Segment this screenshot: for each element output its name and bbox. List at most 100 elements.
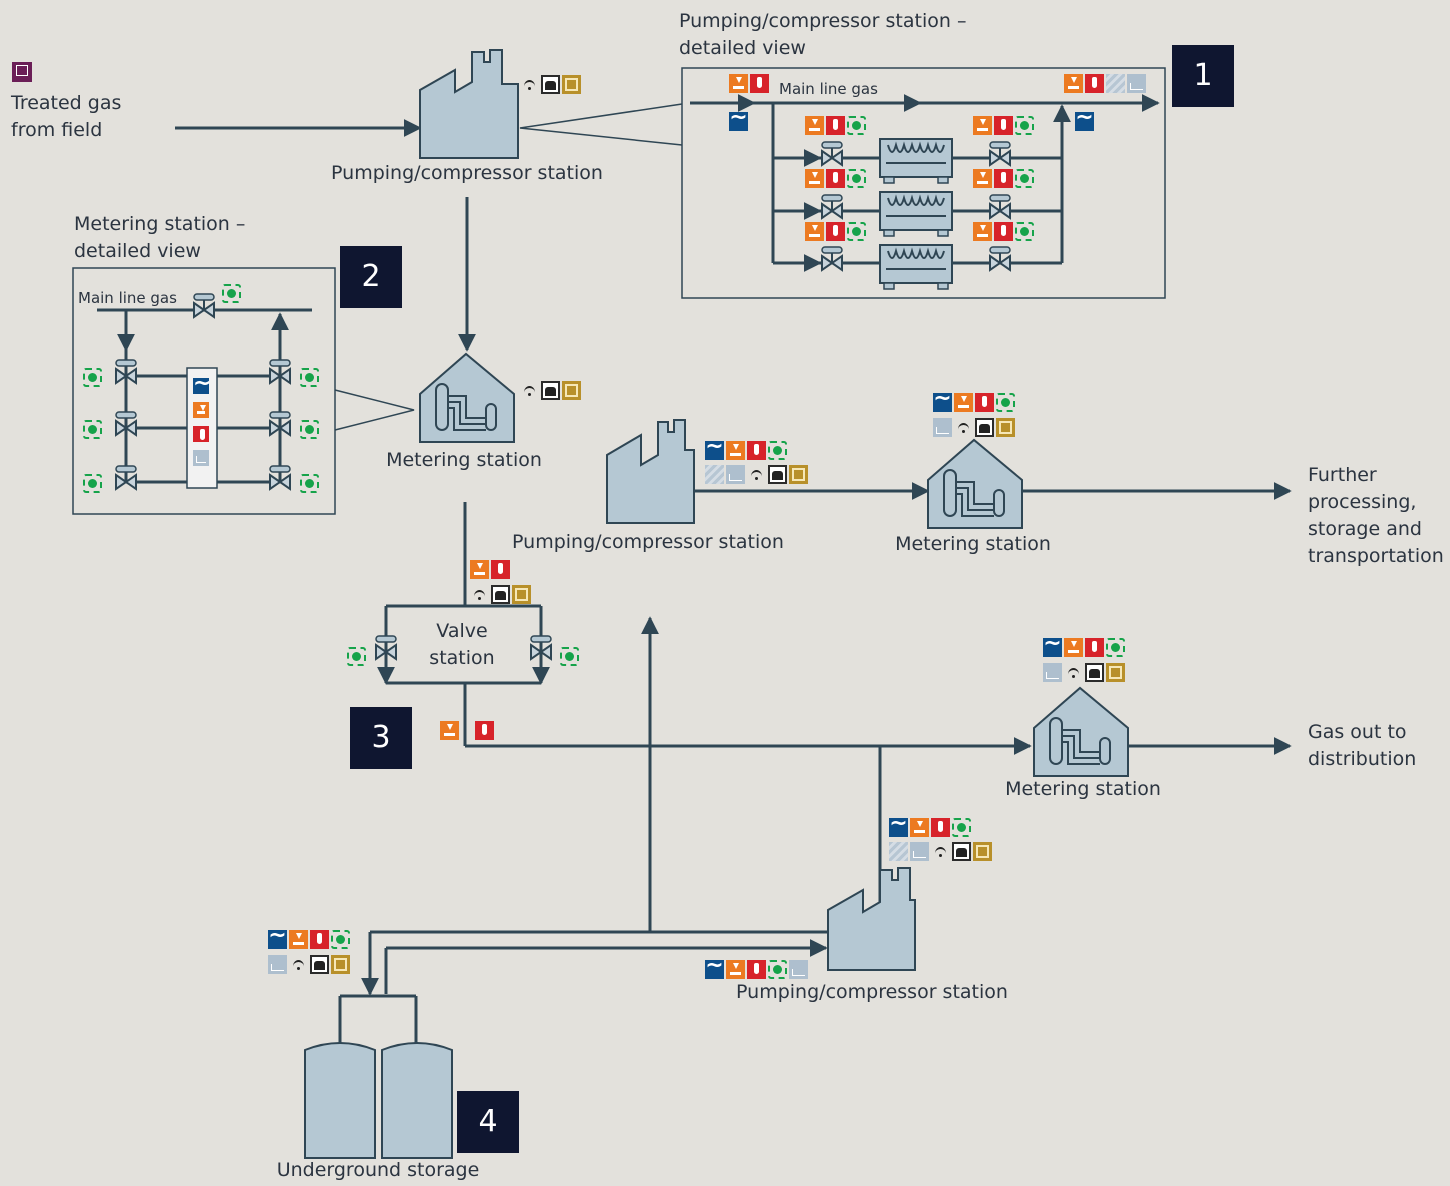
valve-positioner-icon [300, 368, 319, 387]
pump2-icons-top [705, 434, 787, 460]
gas-analyzer-icon [789, 960, 808, 979]
rtu-icon [310, 955, 329, 974]
temperature-transmitter-icon [975, 393, 994, 412]
detail1-row2-left [805, 169, 866, 188]
pressure-transmitter-icon [289, 930, 308, 949]
wireless-icon [1064, 663, 1083, 682]
storage-tank-1 [304, 1042, 376, 1159]
pump-station-3 [827, 867, 916, 971]
pressure-transmitter-icon [440, 721, 459, 740]
meter2-label: Metering station [895, 533, 1051, 555]
temperature-transmitter-icon [750, 74, 769, 93]
gas-analyzer-icon [726, 465, 745, 484]
temperature-transmitter-icon [931, 818, 950, 837]
detail1-row3-right [973, 222, 1034, 241]
pump-station-1 [419, 49, 519, 159]
flow-meter-icon [705, 434, 724, 460]
pressure-transmitter-icon [805, 116, 824, 135]
pressure-transmitter-icon [726, 960, 745, 979]
temperature-transmitter-icon [826, 116, 845, 135]
rtu-icon [1085, 663, 1104, 682]
temperature-transmitter-icon [1085, 74, 1104, 93]
valve-station-label: Valve station [429, 620, 495, 669]
pressure-transmitter-icon [729, 74, 748, 93]
temperature-transmitter-icon [193, 426, 209, 442]
rtu-icon [975, 418, 994, 437]
detail2-left-3 [83, 474, 102, 493]
gas-analyzer-icon [910, 842, 929, 861]
detail2-title: Metering station – detailed view [74, 213, 246, 262]
meter2-icons-bottom [933, 418, 1015, 437]
valve-positioner-icon [83, 420, 102, 439]
meter3-icons-bottom [1043, 663, 1125, 682]
metering-station-2 [927, 439, 1023, 529]
leak-detection-icon [1106, 74, 1125, 93]
badge-3: 3 [350, 707, 412, 769]
pressure-transmitter-icon [1064, 74, 1083, 93]
hmi-panel-icon [512, 585, 531, 604]
valve-positioner-icon [347, 647, 366, 666]
valve-positioner-icon [847, 169, 866, 188]
pressure-transmitter-icon [1064, 638, 1083, 657]
pump3-label: Pumping/compressor station [736, 981, 1008, 1003]
detail2-right-2 [300, 420, 319, 439]
hmi-panel-icon [331, 955, 350, 974]
valve-station-right-positioner [560, 647, 579, 666]
valve-positioner-icon [1015, 169, 1034, 188]
storage-icons-bottom [268, 955, 350, 974]
pressure-transmitter-icon [910, 818, 929, 837]
detail2-right-1 [300, 368, 319, 387]
gas-analyzer-icon [1043, 663, 1062, 682]
pressure-transmitter-icon [805, 222, 824, 241]
detail1-row1-right [973, 116, 1034, 135]
temperature-transmitter-icon [994, 116, 1013, 135]
meter3-label: Metering station [1005, 778, 1161, 800]
gas-analyzer-icon [1127, 74, 1146, 93]
temperature-transmitter-icon [994, 169, 1013, 188]
valve-positioner-icon [768, 441, 787, 460]
detail1-row3-left [805, 222, 866, 241]
hmi-panel-icon [562, 381, 581, 400]
wireless-icon [954, 418, 973, 437]
main-line-gas-2: Main line gas [78, 289, 177, 307]
flow-meter-icon [729, 105, 748, 131]
valve-positioner-icon [83, 474, 102, 493]
wireless-icon [289, 955, 308, 974]
valve-station-icons-bottom [470, 585, 531, 604]
temperature-transmitter-icon [310, 930, 329, 949]
leak-detection-icon [889, 842, 908, 861]
further-label: Further processing, storage and transpor… [1308, 464, 1444, 567]
gas-analyzer-icon [193, 450, 209, 466]
metering-station-1 [419, 353, 515, 443]
storage-tank-2 [381, 1042, 453, 1159]
rtu-icon [491, 585, 510, 604]
rtu-icon [768, 465, 787, 484]
badge-4: 4 [457, 1091, 519, 1153]
temperature-transmitter-icon [747, 960, 766, 979]
detail2-left-1 [83, 368, 102, 387]
valve-positioner-icon [768, 960, 787, 979]
badge-2: 2 [340, 246, 402, 308]
valve-positioner-icon [560, 647, 579, 666]
detail1-flow-out [1075, 105, 1094, 131]
detail1-outlet-icons [1064, 74, 1146, 93]
gas-analyzer-icon [933, 418, 952, 437]
meter1-label: Metering station [386, 449, 542, 471]
source-label: Treated gas from field [11, 92, 122, 141]
flow-meter-icon [193, 371, 209, 396]
pressure-transmitter-icon [470, 560, 489, 579]
pressure-transmitter-icon [193, 402, 209, 418]
flow-meter-icon [889, 811, 908, 837]
badge-1: 1 [1172, 45, 1234, 107]
temperature-transmitter-icon [826, 169, 845, 188]
valve-positioner-icon [996, 393, 1015, 412]
pressure-transmitter-icon [973, 222, 992, 241]
pressure-transmitter-icon [973, 116, 992, 135]
valve-positioner-icon [847, 222, 866, 241]
valve-station-icons-top [470, 560, 510, 579]
storage-label: Underground storage [276, 1159, 480, 1181]
rtu-icon [541, 75, 560, 94]
wireless-icon [520, 381, 539, 400]
wireless-icon [931, 842, 950, 861]
meter1-icons [520, 381, 581, 400]
